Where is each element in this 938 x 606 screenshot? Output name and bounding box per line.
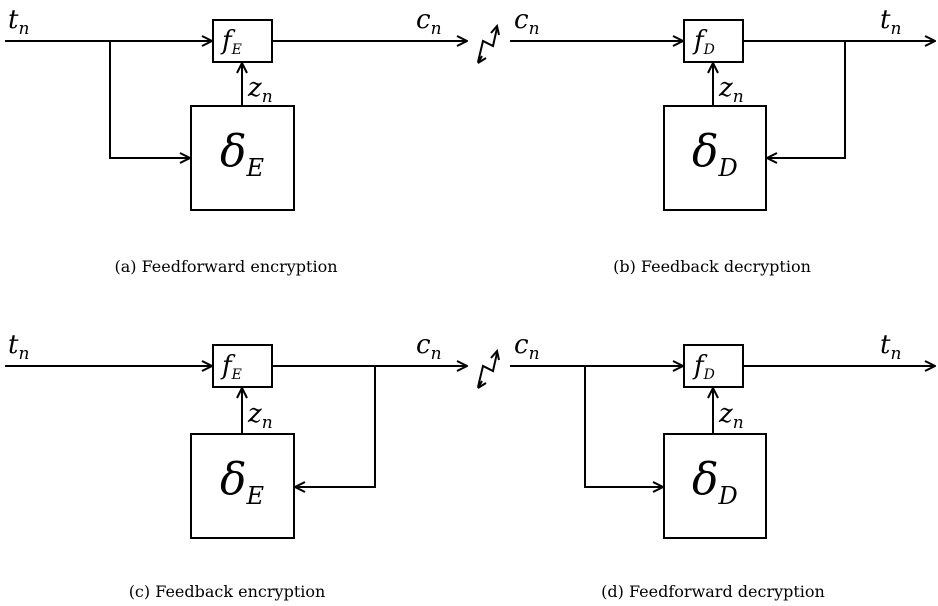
function-box bbox=[683, 344, 744, 388]
state-box bbox=[663, 433, 767, 539]
caption: (a) Feedforward encryption bbox=[114, 257, 337, 276]
feedback-branch bbox=[767, 41, 846, 158]
transmission-channel-icon bbox=[477, 23, 500, 64]
feedforward-branch bbox=[109, 41, 190, 158]
state-label: δD bbox=[692, 126, 738, 182]
panel-d-feedforward-decryption: cn fD zn tn δD (d) Feedforward decryptio… bbox=[510, 330, 935, 601]
feedback-branch bbox=[295, 366, 376, 487]
output-label: cn bbox=[416, 5, 442, 39]
panel-a-feedforward-encryption: tn fE zn cn δE (a) Feedforward encryptio… bbox=[5, 5, 467, 276]
function-box bbox=[212, 344, 273, 388]
input-label: cn bbox=[514, 330, 540, 364]
key-label: zn bbox=[718, 73, 744, 107]
key-label: zn bbox=[718, 399, 744, 433]
state-label: δD bbox=[692, 454, 738, 510]
state-box bbox=[190, 433, 295, 539]
state-label: δE bbox=[220, 454, 265, 510]
key-label: zn bbox=[247, 399, 273, 433]
output-label: cn bbox=[416, 330, 442, 364]
key-label: zn bbox=[247, 73, 273, 107]
state-label: δE bbox=[220, 126, 265, 182]
input-label: tn bbox=[8, 5, 29, 39]
transmission-channel-icon bbox=[477, 348, 500, 389]
panel-c-feedback-encryption: tn fE zn cn δE (c) Feedback encryption bbox=[5, 330, 467, 601]
input-label: tn bbox=[8, 330, 29, 364]
feedforward-branch bbox=[584, 366, 663, 487]
caption: (d) Feedforward decryption bbox=[601, 582, 825, 601]
state-box bbox=[663, 105, 767, 211]
caption: (b) Feedback decryption bbox=[613, 257, 811, 276]
output-label: tn bbox=[880, 5, 901, 39]
caption: (c) Feedback encryption bbox=[129, 582, 326, 601]
output-label: tn bbox=[880, 330, 901, 364]
panel-b-feedback-decryption: cn fD zn tn δD (b) Feedback decryption bbox=[510, 5, 935, 276]
input-label: cn bbox=[514, 5, 540, 39]
